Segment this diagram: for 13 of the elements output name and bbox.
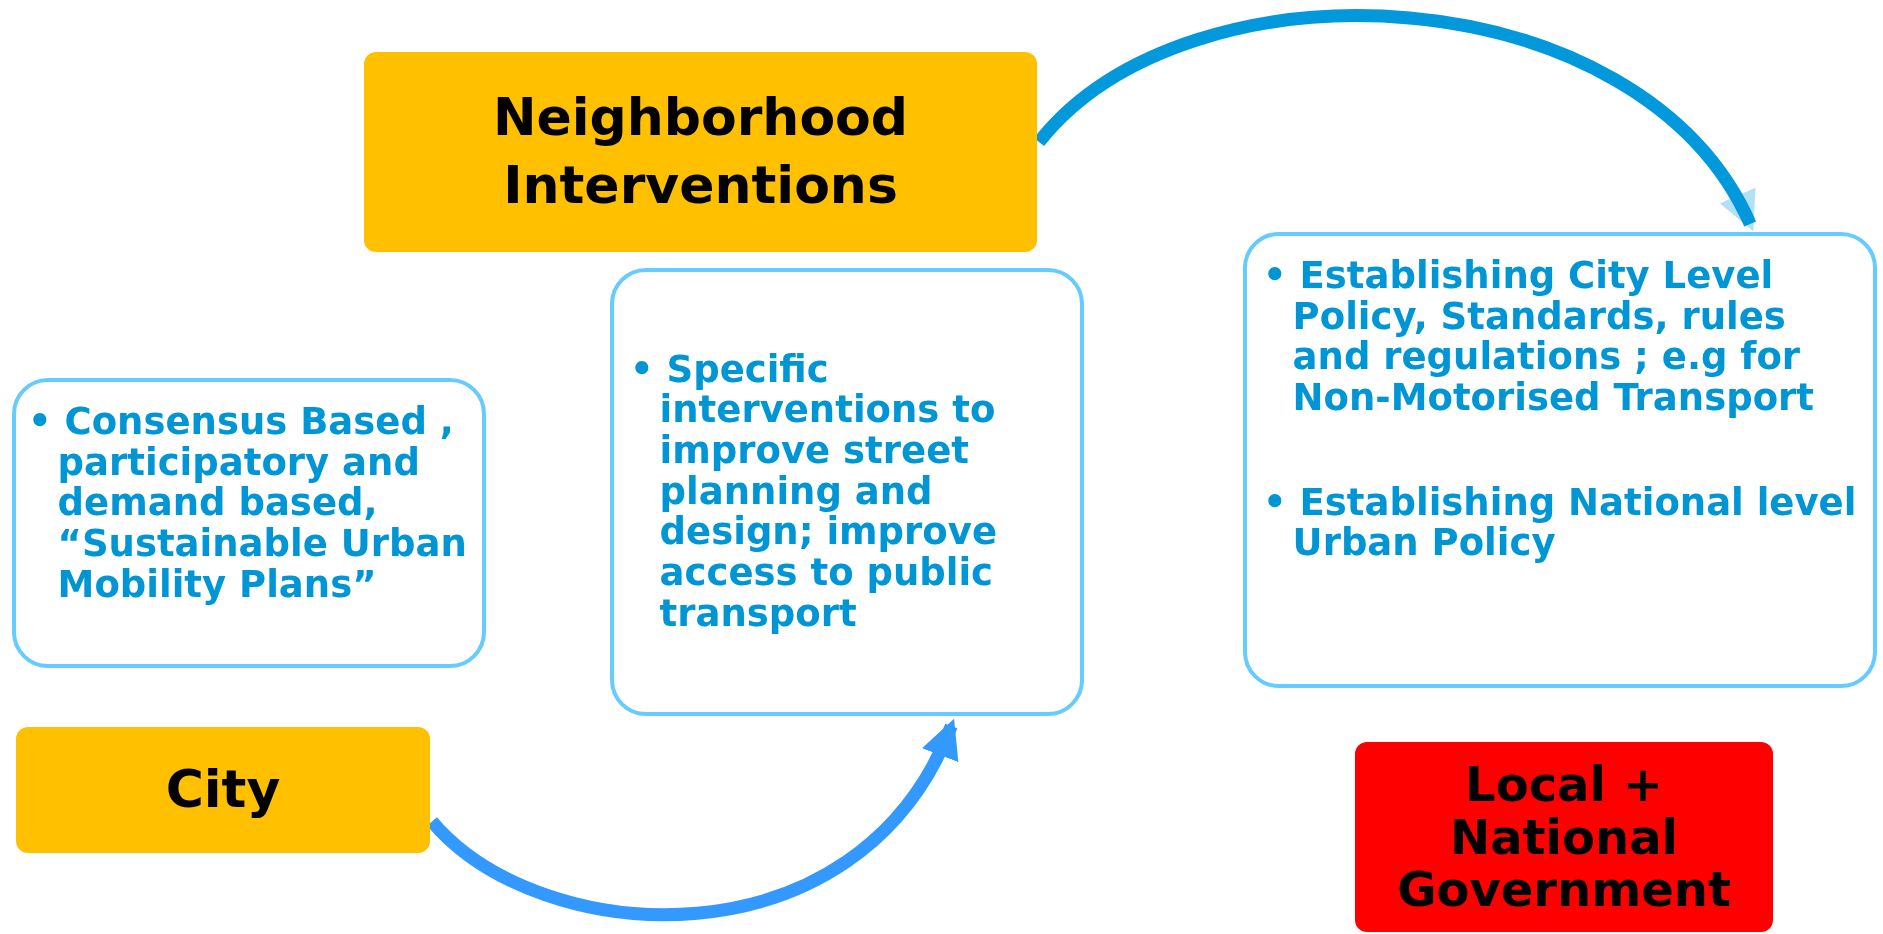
label-box <box>364 52 1037 252</box>
label-box <box>16 727 430 853</box>
text-card <box>12 378 486 668</box>
bullet-text: • Specific interventions to improve street planning and design; improve access to public transport <box>630 349 998 635</box>
text-card <box>1243 232 1877 688</box>
bullet-text: • Establishing City Level Policy, Standards, rules and regulations ; e.g for Non-Motorised Transport <box>1263 256 1816 419</box>
label-box <box>1355 742 1773 932</box>
box-title: Local + National Government <box>1396 757 1732 917</box>
bullet-text: • Consensus Based , participatory and demand based, “Sustainable Urban Mobility Plans” <box>28 402 468 606</box>
bullet-text: • Establishing National level Urban Policy <box>1263 482 1857 565</box>
box-title: City <box>165 758 281 822</box>
text-card <box>610 268 1084 716</box>
box-title: Neighborhood Interventions <box>491 86 910 217</box>
